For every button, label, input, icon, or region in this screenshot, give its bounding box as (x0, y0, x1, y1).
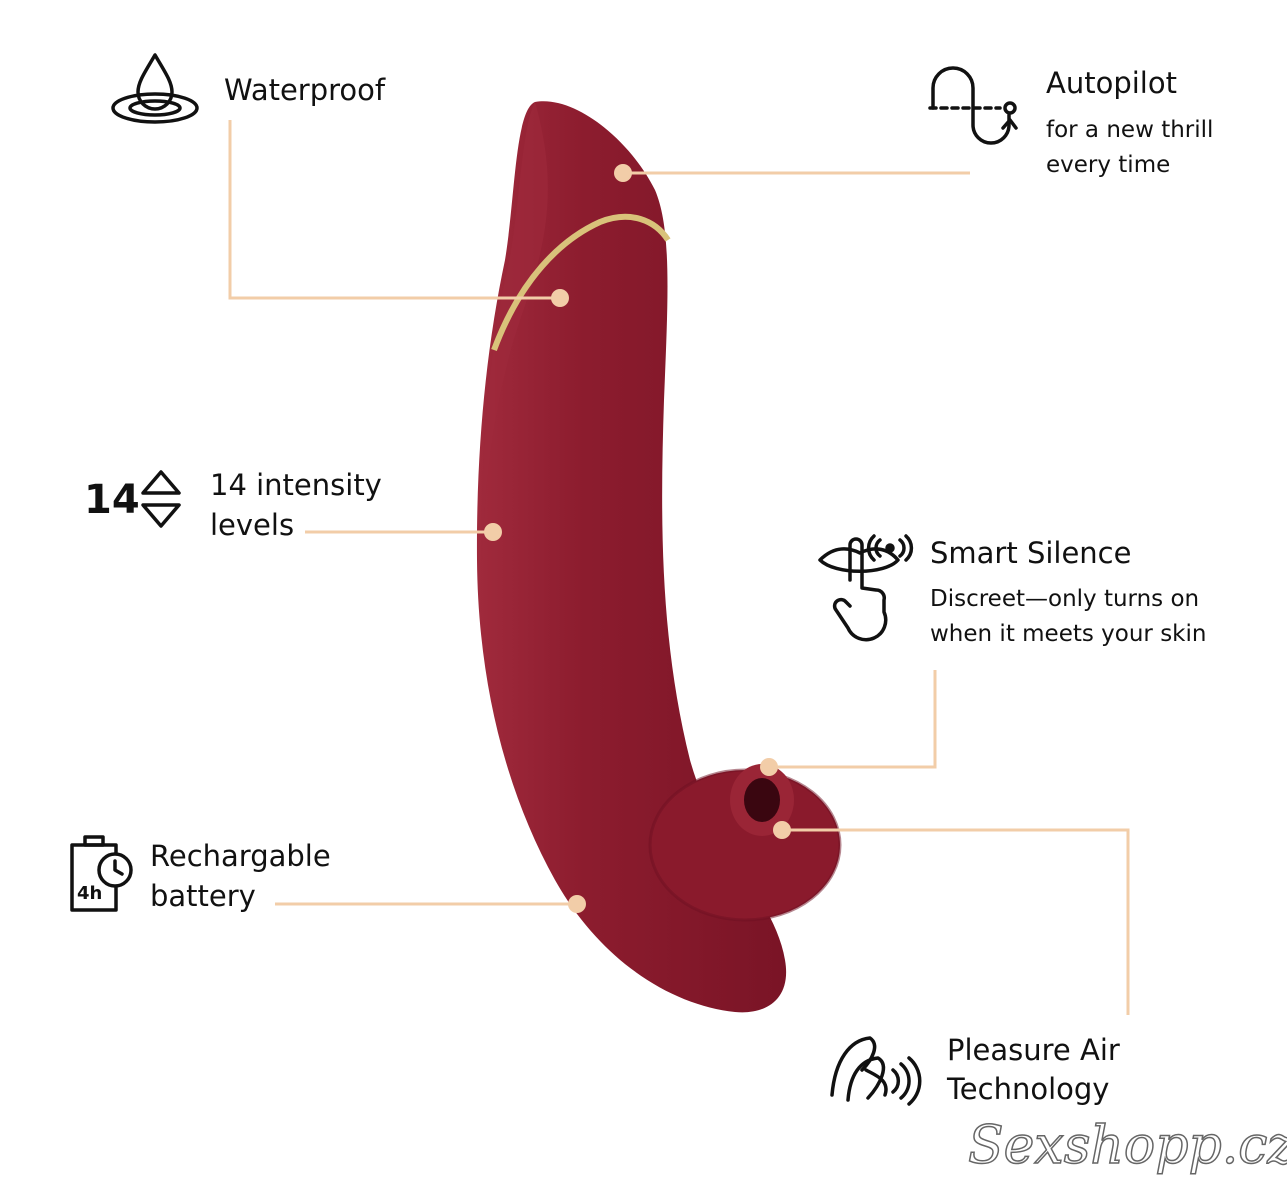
suction-opening (744, 778, 780, 822)
waterproof-title: Waterproof (224, 73, 386, 107)
smart-silence-desc-line1: Discreet—only turns on (930, 586, 1200, 612)
intensity-number: 14 (84, 477, 140, 523)
callout-dot (760, 758, 778, 776)
waterproof-callout-line (228, 120, 560, 300)
watermark: Sexshopp.cz (967, 1116, 1287, 1176)
pleasure-air-line1: Pleasure Air (947, 1033, 1120, 1067)
water-drop-icon (111, 53, 199, 124)
product-side-face (481, 102, 548, 560)
battery-line2: battery (150, 879, 256, 913)
smart-silence-title: Smart Silence (930, 536, 1132, 570)
autopilot-desc-line1: for a new thrill (1046, 117, 1214, 143)
pleasure-air-line2: Technology (947, 1072, 1110, 1106)
silence-finger-lips-icon (818, 534, 914, 642)
battery-clock-icon (70, 835, 133, 912)
callout-dot (484, 523, 502, 541)
air-waves-icon (830, 1036, 922, 1106)
callout-dot (568, 895, 586, 913)
callout-dot (773, 821, 791, 839)
intensity-line2: levels (210, 508, 295, 542)
battery-hours-badge: 4h (77, 883, 103, 904)
intensity-line1: 14 intensity (210, 468, 382, 502)
gold-stripe (491, 213, 671, 352)
callout-dot (614, 164, 632, 182)
pleasure-air-callout-line (782, 828, 1130, 1015)
smart-silence-desc-line2: when it meets your skin (930, 621, 1207, 647)
smart-silence-callout-line (769, 670, 937, 769)
up-down-triangles-icon (141, 470, 181, 528)
autopilot-path-icon (928, 66, 1018, 145)
autopilot-title: Autopilot (1046, 66, 1177, 100)
autopilot-desc-line2: every time (1046, 152, 1171, 178)
battery-line1: Rechargable (150, 839, 331, 873)
callout-dot (551, 289, 569, 307)
product-body (476, 101, 787, 1013)
